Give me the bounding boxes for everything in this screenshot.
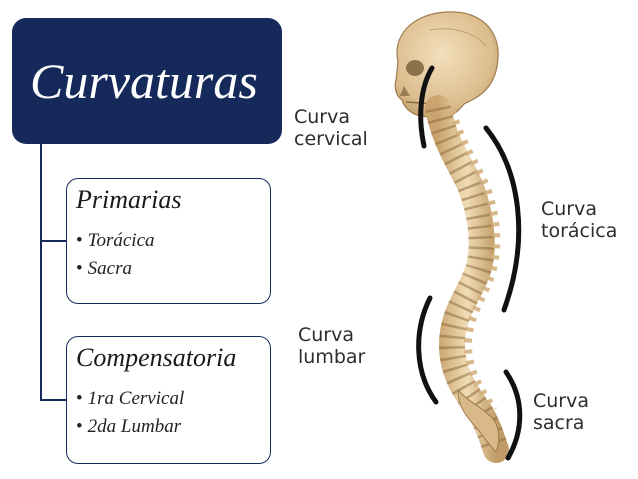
- bullet-icon: •: [76, 415, 83, 437]
- label-curva-sacra: Curva sacra: [533, 390, 589, 434]
- label-curva-lumbar: Curva lumbar: [298, 324, 365, 368]
- list-item-label: 2da Lumbar: [87, 415, 182, 437]
- spine-processes: [448, 108, 501, 413]
- tree-connector-compensatoria: [40, 399, 66, 401]
- label-line: Curva: [298, 324, 355, 346]
- bracket-lumbar: [416, 295, 439, 405]
- list-item: •Sacra: [76, 255, 262, 283]
- list-compensatoria: •1ra Cervical •2da Lumbar: [76, 385, 262, 441]
- label-curva-cervical: Curva cervical: [294, 106, 368, 150]
- diagram-title: Curvaturas: [30, 53, 258, 109]
- bracket-toracica: [483, 125, 522, 313]
- list-item: •2da Lumbar: [76, 413, 262, 441]
- card-title-primarias: Primarias: [76, 185, 182, 214]
- label-line: torácica: [541, 220, 618, 242]
- bracket-cervical: [418, 65, 435, 149]
- label-line: lumbar: [298, 346, 366, 368]
- label-line: Curva: [294, 106, 351, 128]
- label-line: Curva: [533, 390, 590, 412]
- label-line: cervical: [294, 128, 368, 150]
- card-title-compensatoria: Compensatoria: [76, 343, 237, 372]
- tree-connector-vertical: [40, 144, 42, 401]
- title-box: Curvaturas: [12, 18, 282, 144]
- bullet-icon: •: [76, 257, 83, 279]
- list-item: •Torácica: [76, 227, 262, 255]
- sacrum-icon: [457, 388, 500, 453]
- bullet-icon: •: [76, 229, 83, 251]
- list-primarias: •Torácica •Sacra: [76, 227, 262, 283]
- bracket-sacra: [503, 369, 523, 461]
- label-line: sacra: [533, 412, 585, 434]
- list-item-label: 1ra Cervical: [87, 387, 185, 409]
- card-compensatoria: Compensatoria •1ra Cervical •2da Lumbar: [66, 336, 271, 464]
- label-curva-toracica: Curva torácica: [541, 198, 617, 242]
- list-item-label: Torácica: [87, 229, 155, 251]
- list-item-label: Sacra: [87, 257, 132, 279]
- spine-illustration: [394, 11, 523, 463]
- card-primarias: Primarias •Torácica •Sacra: [66, 178, 271, 304]
- bullet-icon: •: [76, 387, 83, 409]
- tree-connector-primarias: [40, 240, 66, 242]
- list-item: •1ra Cervical: [76, 385, 262, 413]
- label-line: Curva: [541, 198, 598, 220]
